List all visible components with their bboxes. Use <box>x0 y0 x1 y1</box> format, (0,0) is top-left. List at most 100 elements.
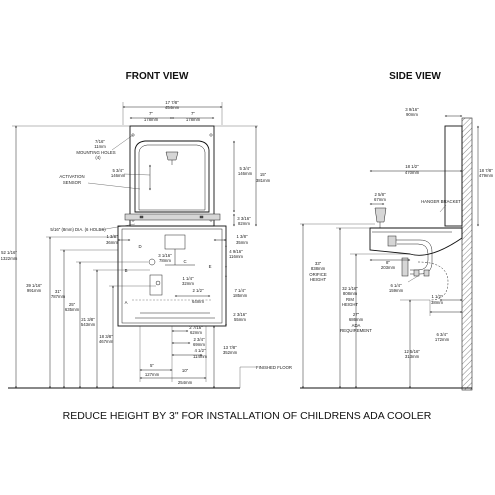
dim-right-1-3-8: 1 3/8" <box>236 234 248 239</box>
dim-mid-6-1-4: 6 1/4" <box>390 283 402 288</box>
dim-left-1-3-8-mm: 36mm <box>106 240 118 245</box>
footnote-childrens-ada: REDUCE HEIGHT BY 3" FOR INSTALLATION OF … <box>63 410 432 422</box>
dim-top-right-mm: 178mm <box>186 117 201 122</box>
label-ada: ADA <box>352 323 361 328</box>
label-6-holes: 5/16" (8mm) DIA. (6 HOLES) <box>50 227 106 232</box>
dim-left-2-5-8-mm: 67mm <box>374 197 386 202</box>
dim-bottom-2-7-16-mm: 62mm <box>190 330 202 335</box>
front-view-title: FRONT VIEW <box>126 71 189 82</box>
dim-left-52-mm: 1322mm <box>1 256 18 261</box>
label-sensor: SENSOR <box>63 180 81 185</box>
label-mount-holes-size: 7/16" <box>95 139 105 144</box>
cooler-top-bar <box>124 213 221 221</box>
dim-bottom-4-1-2: 4 1/2" <box>194 348 206 353</box>
dim-left-21: 21 3/8" <box>81 317 95 322</box>
label-rim: RIM <box>346 297 354 302</box>
side-basin <box>369 227 463 256</box>
label-rim-height: HEIGHT <box>342 302 359 307</box>
dim-rim-32: 32 1/16" <box>342 286 358 291</box>
mount-hole <box>209 133 213 137</box>
dim-right-13-7-8: 13 7/8" <box>223 345 237 350</box>
dim-right-15: 15" <box>260 172 267 177</box>
dim-center-2-1-2: 2 1/2" <box>192 288 204 293</box>
dim-left-31-mm: 787mm <box>51 294 66 299</box>
dim-left-18: 18 3/8" <box>99 334 113 339</box>
label-hanger-bracket: HANGER BRACKET <box>421 199 461 204</box>
dim-right-6-3-4-mm: 172mm <box>435 337 450 342</box>
dim-ada-27-mm: 686mm <box>349 317 364 322</box>
dim-center-1-1-4: 1 1/4" <box>182 276 194 281</box>
dim-left-52: 52 1/16" <box>1 250 17 255</box>
drain-trap <box>149 274 163 296</box>
label-mount-holes-size-mm: 11mm <box>94 144 106 149</box>
dim-right-7-1-4: 7 1/4" <box>234 288 246 293</box>
label-letter-e: E <box>209 264 212 269</box>
dim-top-3-9-16-mm: 90mm <box>406 112 418 117</box>
dim-bottom-5-mm: 127mm <box>145 372 160 377</box>
label-activation: ACTIVATION <box>59 174 84 179</box>
dim-bottom-12: 12 5/16" <box>404 349 420 354</box>
dim-bottom-12-mm: 313mm <box>405 354 420 359</box>
dim-right-3-3-16-mm: 82mm <box>238 221 250 226</box>
supply-tube <box>395 239 433 275</box>
dim-left-5-3-4: 5 3/4" <box>112 168 124 173</box>
dim-right-7-1-4-mm: 185mm <box>233 293 248 298</box>
dim-top-left-mm: 178mm <box>144 117 159 122</box>
dim-right-2-3-16: 2 3/16" <box>233 312 247 317</box>
dim-left-31: 31" <box>55 289 62 294</box>
dim-right-5-3-4: 5 3/4" <box>239 166 251 171</box>
waste-connection <box>155 280 161 286</box>
supply-connection <box>148 258 156 266</box>
side-view: 3 9/16" 90mm 18 7/8" 479mm 18 1/2" 470mm… <box>300 107 494 391</box>
dim-right-4-9-16: 4 9/16" <box>229 249 243 254</box>
dim-right-1-1-2: 1 1/2" <box>431 294 443 299</box>
label-letter-a: A <box>125 300 128 305</box>
dim-overall-width-mm: 454mm <box>165 105 180 110</box>
basin-outline <box>134 140 210 213</box>
dim-center-3-1-16-mm: 78mm <box>159 258 171 263</box>
dim-right-1-1-2-mm: 38mm <box>431 300 443 305</box>
label-letter-d: D <box>138 244 141 249</box>
dim-bottom-4-1-2-mm: 114mm <box>193 354 207 359</box>
side-bubbler <box>374 207 387 223</box>
dim-bottom-10-mm: 254mm <box>178 380 193 385</box>
side-view-title: SIDE VIEW <box>389 71 441 82</box>
dim-left-18-mm: 467mm <box>99 339 114 344</box>
label-letter-b: B <box>125 268 128 273</box>
label-finished-floor: FINISHED FLOOR <box>256 365 292 370</box>
label-letter-c: C <box>183 259 186 264</box>
dim-top-left: 7" <box>149 111 153 116</box>
label-orifice: ORIFICE <box>309 272 327 277</box>
dim-rim-32-mm: 808mm <box>343 291 358 296</box>
dim-bottom-5: 5" <box>150 363 154 368</box>
lower-cabinet <box>117 225 227 327</box>
label-ada-requirement: REQUIREMENT <box>340 328 372 333</box>
dim-left-25: 25" <box>69 302 76 307</box>
dim-center-3-1-16: 3 1/16" <box>158 253 172 258</box>
dim-right-1-3-8-mm: 35mm <box>236 240 248 245</box>
dim-right-18-7-8-mm: 479mm <box>479 173 494 178</box>
dim-right-15-mm: 381mm <box>256 178 271 183</box>
front-view: 17 7/8" 454mm 7" 178mm 7" 178mm 7/16" 11… <box>1 100 292 389</box>
dim-overall-width: 17 7/8" <box>165 100 179 105</box>
dim-mid-8: 8" <box>386 260 390 265</box>
dim-center-2-1-2-mm: 64mm <box>192 299 204 304</box>
dim-bottom-2-3-4: 2 3/4" <box>193 337 205 342</box>
dim-left-39-mm: 991mm <box>27 288 42 293</box>
dim-right-2-3-16-mm: 55mm <box>234 317 246 322</box>
dim-right-4-9-16-mm: 116mm <box>229 254 243 259</box>
dim-right-3-3-16: 3 3/16" <box>237 216 251 221</box>
dim-mid-8-mm: 203mm <box>381 265 396 270</box>
dim-bottom-2-7-16: 2 7/16" <box>189 325 203 330</box>
dim-orifice-33-mm: 838mm <box>311 266 326 271</box>
label-orifice-height: HEIGHT <box>310 277 327 282</box>
label-mount-holes-count: (4) <box>95 155 101 160</box>
bubbler <box>165 151 179 161</box>
side-mounting-plate <box>444 125 463 227</box>
dim-left-21-mm: 543mm <box>81 322 96 327</box>
valve-box <box>164 234 186 250</box>
dim-center-1-1-4-mm: 32mm <box>182 281 194 286</box>
dim-left-1-3-8: 1 3/8" <box>106 234 118 239</box>
mount-hole <box>131 133 135 137</box>
